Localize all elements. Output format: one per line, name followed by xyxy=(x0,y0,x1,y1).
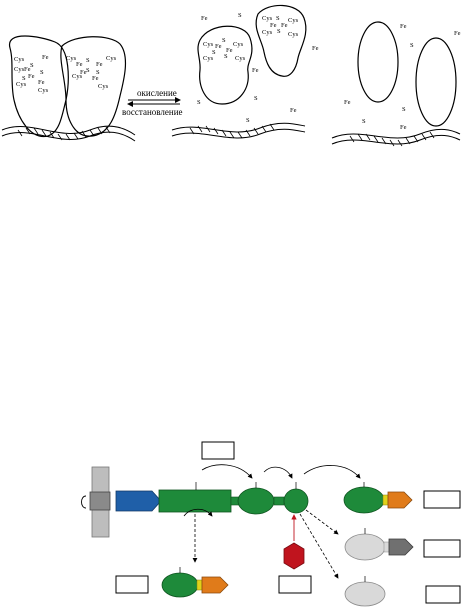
green-long-domain xyxy=(158,489,232,513)
product-b-gray xyxy=(388,538,414,556)
product-d-orange xyxy=(201,576,229,594)
svg-text:S: S xyxy=(246,117,250,124)
dna-strand-middle xyxy=(171,122,306,133)
svg-text:Cys: Cys xyxy=(288,17,299,24)
oxidation-label: окисление xyxy=(137,88,177,98)
svg-text:Cys: Cys xyxy=(14,56,25,63)
svg-text:Cys: Cys xyxy=(106,55,117,62)
svg-text:Cys: Cys xyxy=(72,73,83,80)
product-c-light xyxy=(344,581,386,607)
red-ligand xyxy=(283,542,305,570)
svg-text:Fe: Fe xyxy=(80,69,87,76)
protein-monomer-middle-a xyxy=(197,25,253,105)
product-b-light xyxy=(344,533,386,561)
membrane-anchor xyxy=(89,491,111,511)
product-a-green xyxy=(343,486,385,514)
label-box-right-3 xyxy=(425,585,461,604)
svg-text:S: S xyxy=(30,62,34,69)
svg-text:S: S xyxy=(86,67,90,74)
svg-text:Fe: Fe xyxy=(290,107,297,114)
svg-text:S: S xyxy=(254,95,258,102)
svg-text:S: S xyxy=(22,75,26,82)
protein-monomer-left xyxy=(9,35,69,137)
svg-text:Cys: Cys xyxy=(235,55,246,62)
svg-text:S: S xyxy=(402,106,406,113)
svg-text:Cys: Cys xyxy=(14,66,25,73)
svg-text:Fe: Fe xyxy=(28,73,35,80)
label-box-bottom-left xyxy=(115,575,149,594)
svg-text:Fe: Fe xyxy=(201,15,208,22)
svg-text:Fe: Fe xyxy=(252,67,259,74)
svg-text:S: S xyxy=(96,69,100,76)
label-box-right-2 xyxy=(423,539,461,558)
svg-text:Cys: Cys xyxy=(203,41,214,48)
svg-text:S: S xyxy=(238,12,242,19)
svg-text:S: S xyxy=(224,53,228,60)
apo-monomer-a xyxy=(357,21,399,103)
green-domain-b xyxy=(283,488,309,514)
redox-arrows: окисление восстановление xyxy=(122,88,183,117)
svg-text:Fe: Fe xyxy=(38,79,45,86)
svg-text:Fe: Fe xyxy=(400,124,407,131)
green-domain-a xyxy=(237,487,275,515)
protein-monomer-right xyxy=(60,36,127,137)
svg-text:Fe: Fe xyxy=(42,54,49,61)
signaling-diagram xyxy=(81,441,461,607)
product-a-orange xyxy=(387,491,413,509)
label-box-bottom-mid xyxy=(278,575,312,594)
svg-text:S: S xyxy=(410,42,414,49)
svg-text:Cys: Cys xyxy=(98,83,109,90)
svg-text:Fe: Fe xyxy=(312,45,319,52)
svg-text:Fe: Fe xyxy=(76,61,83,68)
svg-text:S: S xyxy=(212,49,216,56)
svg-text:Fe: Fe xyxy=(400,23,407,30)
svg-text:S: S xyxy=(197,99,201,106)
svg-text:S: S xyxy=(277,28,281,35)
svg-text:S: S xyxy=(86,57,90,64)
label-box-top xyxy=(201,441,235,460)
svg-text:Fe: Fe xyxy=(281,22,288,29)
svg-text:Fe: Fe xyxy=(215,43,222,50)
apo-monomer-b xyxy=(415,37,457,127)
product-d-green xyxy=(161,572,199,598)
blue-domain xyxy=(115,490,162,512)
svg-text:S: S xyxy=(40,69,44,76)
svg-text:S: S xyxy=(222,37,226,44)
svg-text:S: S xyxy=(362,118,366,125)
dna-strand-left xyxy=(1,125,136,136)
svg-text:Fe: Fe xyxy=(270,22,277,29)
svg-text:Cys: Cys xyxy=(288,31,299,38)
left-dimer xyxy=(1,35,136,142)
left-cluster-labels: Cys Fe S Cys Fe Fe S Cys S Fe Cys Cys Cy… xyxy=(14,54,117,94)
middle-state: Fe S Fe Fe S S S Fe Cys S Fe Cys Fe S Cy… xyxy=(171,4,319,139)
svg-text:Fe: Fe xyxy=(344,99,351,106)
svg-text:Cys: Cys xyxy=(203,55,214,62)
svg-text:Fe: Fe xyxy=(92,75,99,82)
svg-text:Fe: Fe xyxy=(454,30,461,37)
svg-text:S: S xyxy=(276,15,280,22)
label-box-right-1 xyxy=(423,490,461,509)
svg-text:Cys: Cys xyxy=(262,29,273,36)
svg-text:Cys: Cys xyxy=(66,55,77,62)
svg-text:Cys: Cys xyxy=(262,15,273,22)
right-state: Fe Fe S Fe S S Fe xyxy=(331,21,461,147)
svg-text:Fe: Fe xyxy=(226,47,233,54)
svg-text:Cys: Cys xyxy=(233,41,244,48)
svg-text:Cys: Cys xyxy=(38,87,49,94)
protein-monomer-middle-b xyxy=(255,4,307,77)
svg-text:Fe: Fe xyxy=(96,61,103,68)
reduction-label: восстановление xyxy=(122,107,183,117)
svg-text:Fe: Fe xyxy=(24,66,31,73)
dna-strand-right xyxy=(331,128,461,139)
svg-text:Cys: Cys xyxy=(16,81,27,88)
